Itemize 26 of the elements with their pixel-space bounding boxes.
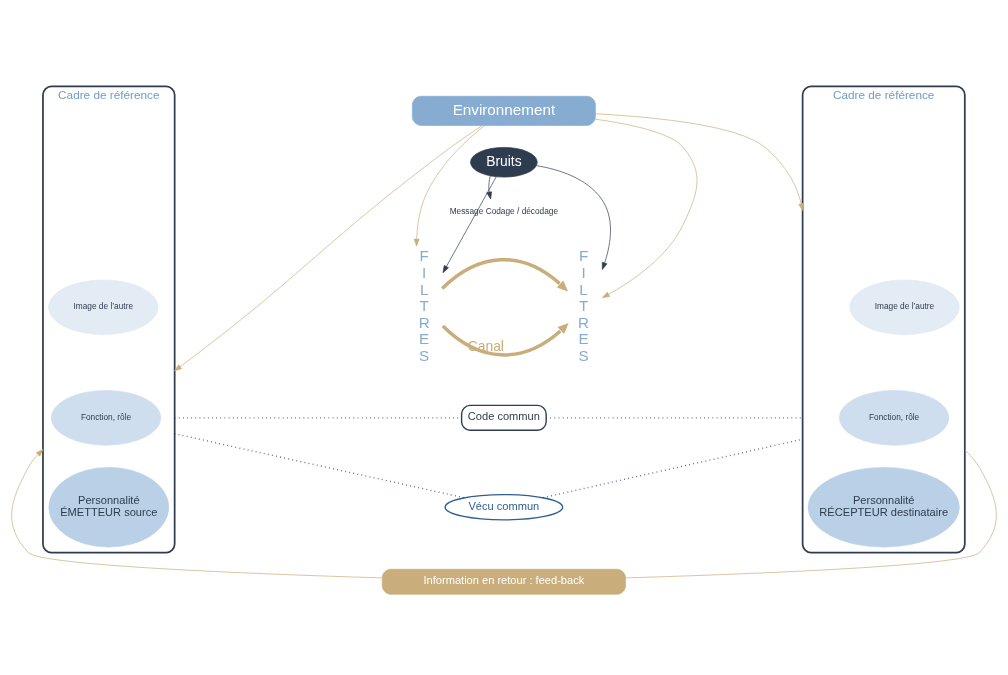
- arrow: [441, 323, 569, 357]
- node-ellipse: Fonction, rôle: [839, 390, 950, 446]
- node-ellipse: Fonction, rôle: [50, 390, 162, 446]
- arrow: [174, 125, 483, 372]
- arrow: [595, 118, 698, 298]
- arrow: [486, 175, 492, 200]
- node-text: Message Codage / décodage: [449, 205, 559, 216]
- node-text: FILTRES: [418, 247, 430, 365]
- node-ellipse: Personnalité ÉMETTEUR source: [48, 467, 170, 548]
- arrow: [442, 176, 497, 273]
- arrow: [413, 125, 486, 247]
- node-ellipse: Bruits: [470, 147, 538, 178]
- node-box: Code commun: [460, 404, 547, 431]
- node-ellipse: Personnalité RÉCEPTEUR destinataire: [807, 467, 960, 548]
- arrow: [441, 258, 568, 292]
- node-ellipse: Image de l’autre: [48, 279, 159, 335]
- node-box: Information en retour : feed-back: [381, 568, 626, 595]
- node-ellipse: Vécu commun: [444, 493, 564, 521]
- arrow: [595, 113, 804, 211]
- arrow: [11, 449, 383, 579]
- node-box: Environnement: [412, 95, 596, 126]
- connector: [625, 449, 997, 579]
- connector: [545, 417, 804, 419]
- node-text: FILTRES: [578, 247, 590, 365]
- arrow: [536, 165, 611, 270]
- node-ellipse: Image de l’autre: [849, 279, 960, 335]
